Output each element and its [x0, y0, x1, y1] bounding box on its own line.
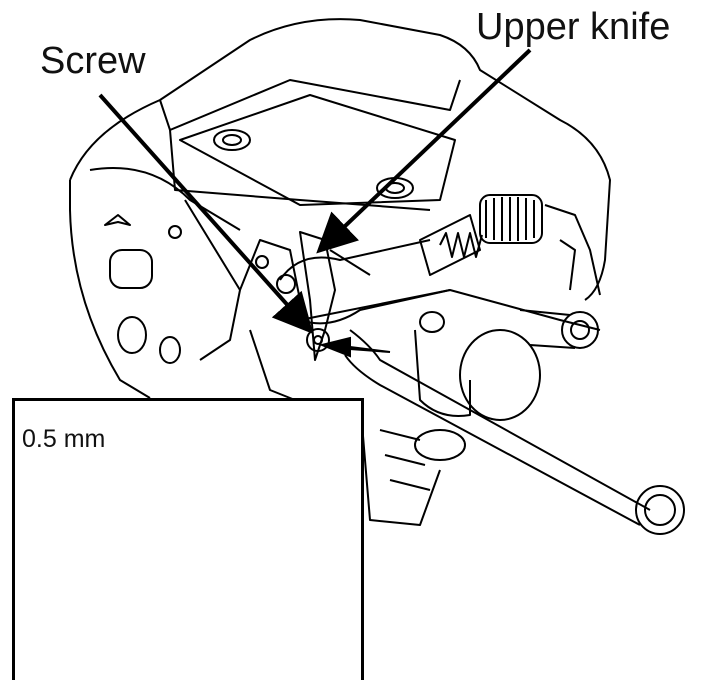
panel-arrow-mark — [104, 214, 131, 226]
upper-knife-label: Upper knife — [476, 6, 671, 48]
panel-hole-2 — [159, 336, 181, 364]
top-plate — [179, 94, 456, 206]
push-arrow — [318, 336, 391, 358]
housing-left-panel — [69, 180, 151, 399]
adjust-shaft — [419, 214, 481, 276]
screw-label: Screw — [40, 40, 146, 82]
lever-arm — [299, 289, 601, 331]
adjustment-screw — [306, 328, 330, 352]
screw-leader-arrow — [98, 93, 314, 334]
plate-screw-hole-1 — [213, 129, 251, 151]
panel-button — [109, 249, 153, 289]
shaft-spring — [439, 232, 483, 258]
upper-knife-leader-arrow — [316, 48, 532, 254]
panel-hole-1 — [117, 316, 147, 354]
disc — [459, 329, 541, 421]
lever-eye — [561, 311, 599, 349]
detail-inset-frame — [12, 398, 364, 680]
wrench-ring — [635, 485, 685, 535]
wrench — [344, 329, 651, 526]
gap-measurement-label: 0.5 mm — [22, 425, 106, 453]
knurled-knob — [479, 194, 543, 244]
housing-outline — [69, 18, 611, 301]
